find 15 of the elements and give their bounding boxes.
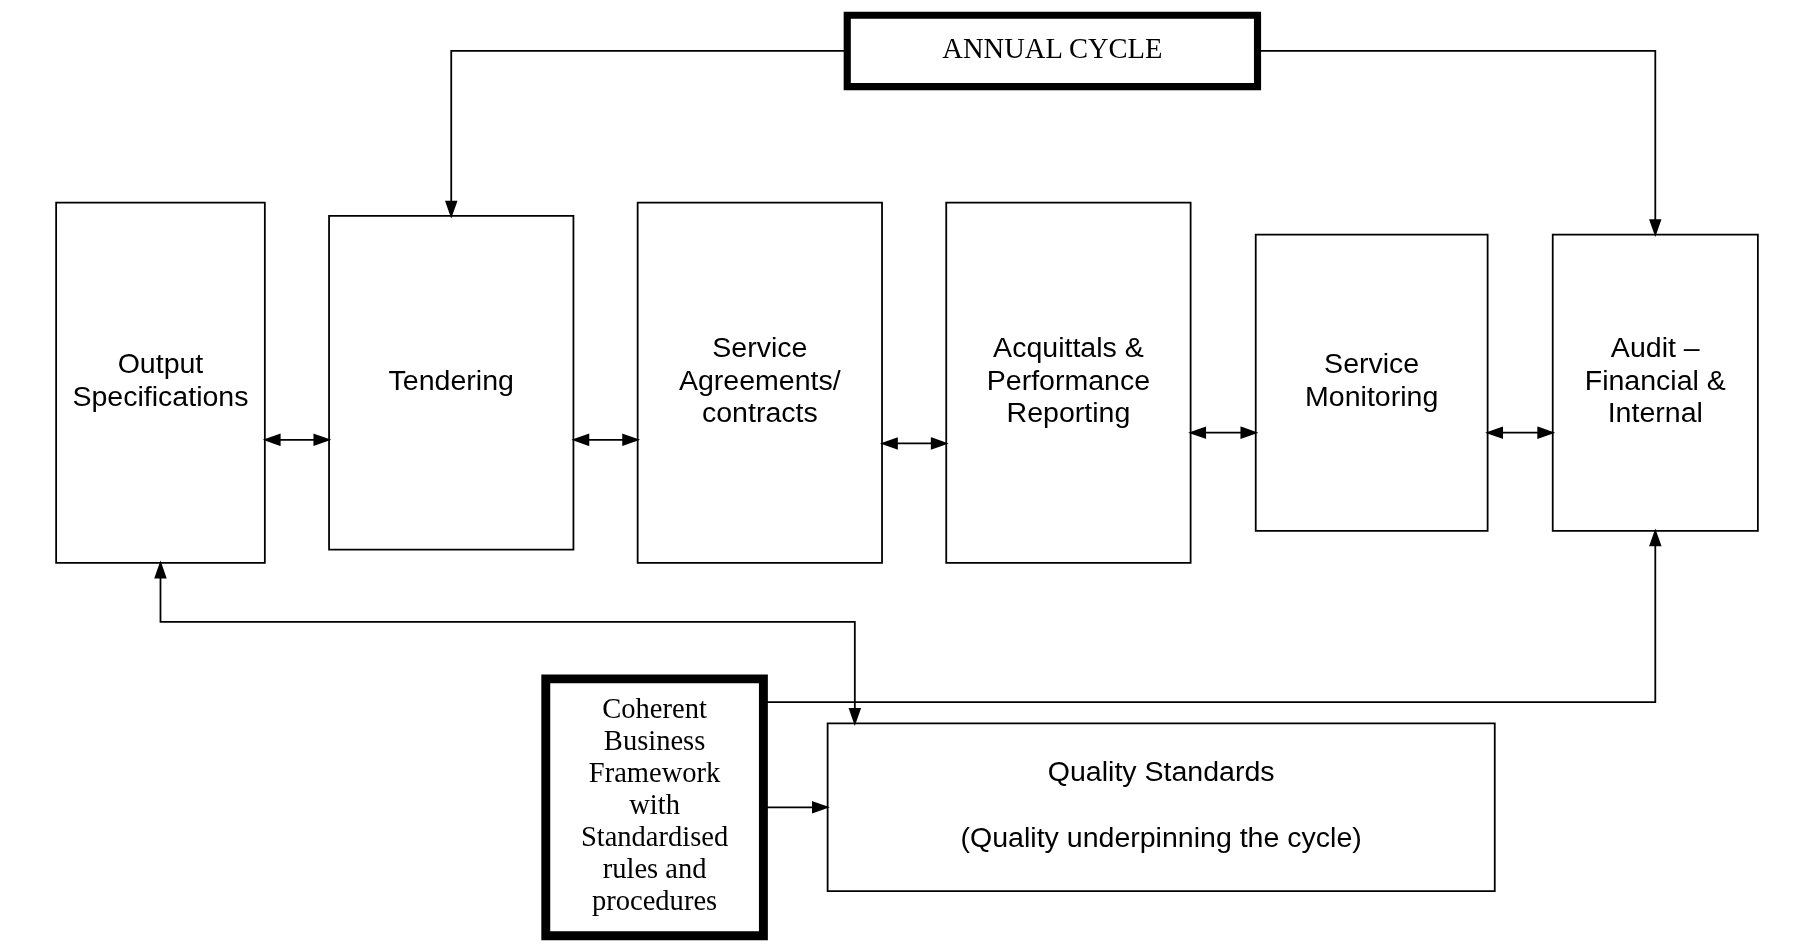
node-box: Coherent Business Framework with Standardised rules and procedures xyxy=(541,674,768,941)
arrow xyxy=(1485,426,1556,439)
node-box: Acquittals & Performance Reporting xyxy=(945,201,1192,564)
node-box: Service Agreements/ contracts xyxy=(636,201,883,564)
node-box: Audit – Financial & Internal xyxy=(1551,233,1759,532)
node-box: ANNUAL CYCLE xyxy=(843,11,1262,91)
node-box: Quality Standards (Quality underpinning the cycle) xyxy=(826,722,1496,892)
node-box: Output Specifications xyxy=(55,201,266,564)
arrow xyxy=(880,437,949,450)
arrow xyxy=(1188,426,1259,439)
arrow xyxy=(571,433,641,447)
node-box: Service Monitoring xyxy=(1254,233,1489,532)
arrow xyxy=(154,560,862,726)
arrow xyxy=(262,433,332,447)
node-box: Tendering xyxy=(328,215,575,551)
